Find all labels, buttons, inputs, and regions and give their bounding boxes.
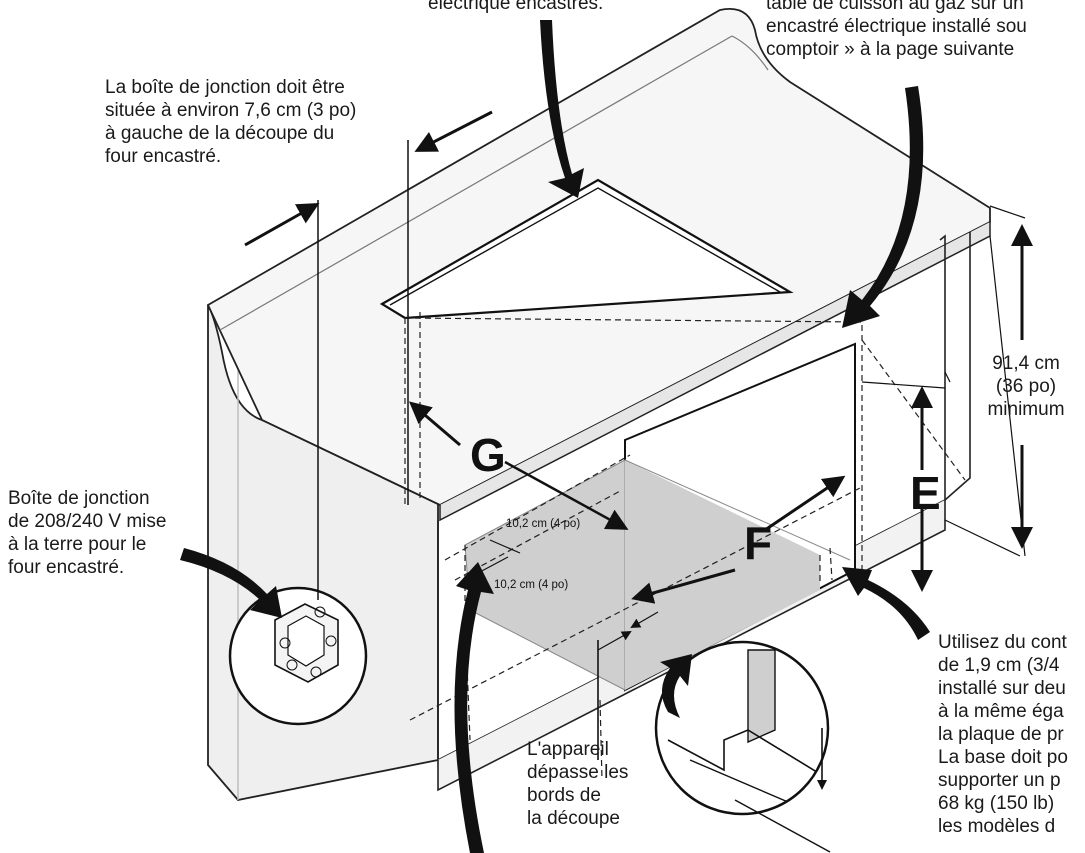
hidden-lines — [404, 312, 966, 781]
height-dim-line: minimum — [987, 399, 1065, 420]
dimension-lines — [244, 110, 1033, 760]
plywood-line: la plaque de pr — [938, 724, 1064, 745]
junction-note-line: four encastré. — [105, 146, 222, 167]
appliance-line: L'appareil — [527, 739, 609, 760]
top-right-note: table de cuisson au gaz sur un encastré … — [766, 0, 1027, 61]
height-dim-line: 91,4 cm — [992, 353, 1060, 374]
dimension-letter-e: E — [910, 467, 941, 519]
plywood-line: 68 kg (150 lb) — [938, 793, 1055, 814]
circle-detail-right — [654, 640, 831, 853]
dimension-letter-f: F — [744, 517, 773, 569]
appliance-line: dépasse les — [527, 762, 629, 783]
plywood-note: Utilisez du cont de 1,9 cm (3/4 installé… — [938, 631, 1068, 838]
plywood-line: La base doit po — [938, 747, 1068, 768]
dimension-letter-g: G — [470, 429, 506, 481]
clearance-dim-bottom: 10,2 cm (4 po) — [494, 579, 569, 591]
appliance-line: la découpe — [527, 808, 620, 829]
junction-note-line: La boîte de jonction doit être — [105, 77, 345, 98]
junction-label-line: Boîte de jonction — [8, 488, 150, 509]
junction-note-line: située à environ 7,6 cm (3 po) — [105, 100, 357, 121]
callout-arrows — [180, 20, 930, 853]
top-center-fragment: électrique encastrés. — [428, 0, 604, 14]
appliance-overlap-note: L'appareil dépasse les bords de la décou… — [527, 738, 628, 830]
junction-label-line: à la terre pour le — [8, 534, 147, 555]
top-right-line: encastré électrique installé sou — [766, 16, 1027, 37]
clearance-dim-top: 10,2 cm (4 po) — [506, 518, 581, 530]
junction-label-line: four encastré. — [8, 557, 125, 578]
cooktop-cutout — [379, 178, 794, 320]
junction-label-line: de 208/240 V mise — [8, 511, 167, 532]
junction-box-note: La boîte de jonction doit être située à … — [105, 76, 356, 168]
plywood-line: les modèles d — [938, 816, 1056, 837]
junction-box-label: Boîte de jonction de 208/240 V mise à la… — [8, 487, 166, 579]
plywood-line: de 1,9 cm (3/4 — [938, 655, 1060, 676]
plywood-line: Utilisez du cont — [938, 632, 1067, 653]
appliance-line: bords de — [527, 785, 601, 806]
top-right-line: comptoir » à la page suivante — [766, 39, 1015, 60]
plywood-line: à la même éga — [938, 701, 1064, 722]
top-right-line: table de cuisson au gaz sur un — [766, 0, 1024, 14]
height-dimension-label: 91,4 cm (36 po) minimum — [976, 352, 1076, 421]
plywood-line: supporter un p — [938, 770, 1061, 791]
circle-detail-left — [228, 200, 368, 726]
plywood-line: installé sur deu — [938, 678, 1066, 699]
junction-note-line: à gauche de la découpe du — [105, 123, 335, 144]
height-dim-line: (36 po) — [995, 376, 1057, 397]
